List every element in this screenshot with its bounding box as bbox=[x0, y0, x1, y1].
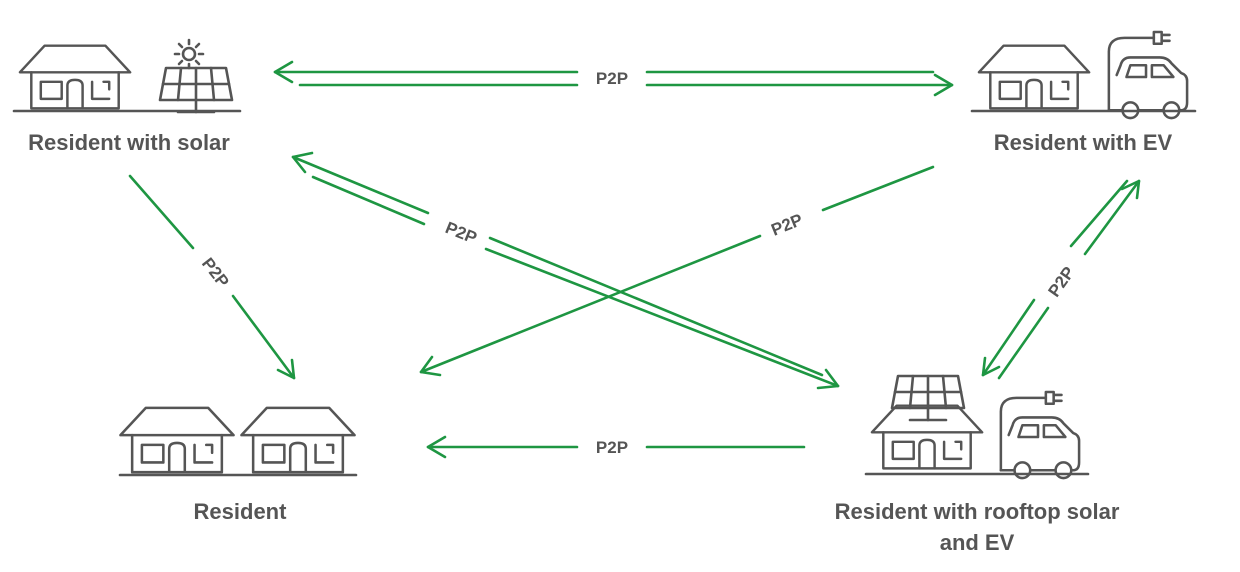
node-label-rooftop-line2: and EV bbox=[940, 530, 1015, 555]
node-label-solar: Resident with solar bbox=[28, 130, 230, 155]
arrow-line bbox=[997, 306, 1050, 380]
arrowhead bbox=[273, 60, 294, 84]
arrowhead bbox=[419, 355, 442, 377]
arrow-line bbox=[821, 165, 935, 212]
house-icon bbox=[119, 406, 235, 474]
node-resident-with-solar: Resident with solar bbox=[12, 38, 242, 155]
node-label-ev: Resident with EV bbox=[994, 130, 1173, 155]
ev-charger-car-icon bbox=[1107, 30, 1189, 120]
solar-panel-icon bbox=[158, 66, 234, 114]
arrow-line bbox=[128, 174, 195, 250]
arrowhead bbox=[933, 73, 954, 97]
node-resident-with-rooftop-solar-and-ev: Resident with rooftop solar and EV bbox=[835, 374, 1120, 555]
arrowhead bbox=[816, 368, 840, 390]
ev-charger-car-icon bbox=[999, 390, 1081, 480]
arrow-line bbox=[488, 236, 824, 377]
node-resident: Resident bbox=[118, 406, 358, 524]
arrow-line bbox=[231, 294, 296, 380]
arrow-line bbox=[484, 247, 840, 388]
arrow-line bbox=[419, 234, 762, 374]
rooftop-solar-panel-icon bbox=[890, 374, 966, 422]
arrowhead bbox=[1120, 179, 1141, 200]
edge-solar-ev: P2P bbox=[273, 60, 954, 97]
edge-label: P2P bbox=[443, 218, 480, 248]
house-icon bbox=[18, 44, 132, 110]
edge-label: P2P bbox=[596, 69, 628, 88]
arrow-line bbox=[291, 155, 430, 215]
edge-solar-resident: P2P bbox=[128, 174, 296, 380]
node-label-resident: Resident bbox=[194, 499, 288, 524]
arrowhead bbox=[981, 356, 1001, 377]
node-label-rooftop-line1: Resident with rooftop solar bbox=[835, 499, 1120, 524]
house-icon bbox=[240, 406, 356, 474]
arrow-line bbox=[981, 298, 1036, 377]
edge-label: P2P bbox=[596, 438, 628, 457]
arrowhead bbox=[276, 358, 296, 380]
edge-label: P2P bbox=[198, 254, 233, 291]
arrowhead bbox=[291, 151, 314, 174]
arrow-line bbox=[1069, 179, 1129, 248]
edge-label: P2P bbox=[1044, 263, 1078, 300]
edge-rooftop-ev: P2P bbox=[981, 179, 1141, 380]
arrow-line bbox=[1083, 179, 1141, 256]
node-resident-with-ev: Resident with EV bbox=[970, 30, 1197, 155]
edge-ev-resident: P2P bbox=[419, 165, 935, 377]
arrow-line bbox=[311, 175, 426, 226]
edge-label: P2P bbox=[768, 210, 805, 240]
edge-solar-rooftop: P2P bbox=[291, 151, 840, 390]
arrowhead bbox=[426, 435, 447, 459]
edge-rooftop-resident: P2P bbox=[426, 435, 806, 459]
house-icon bbox=[977, 44, 1091, 110]
sun-icon bbox=[173, 38, 205, 70]
